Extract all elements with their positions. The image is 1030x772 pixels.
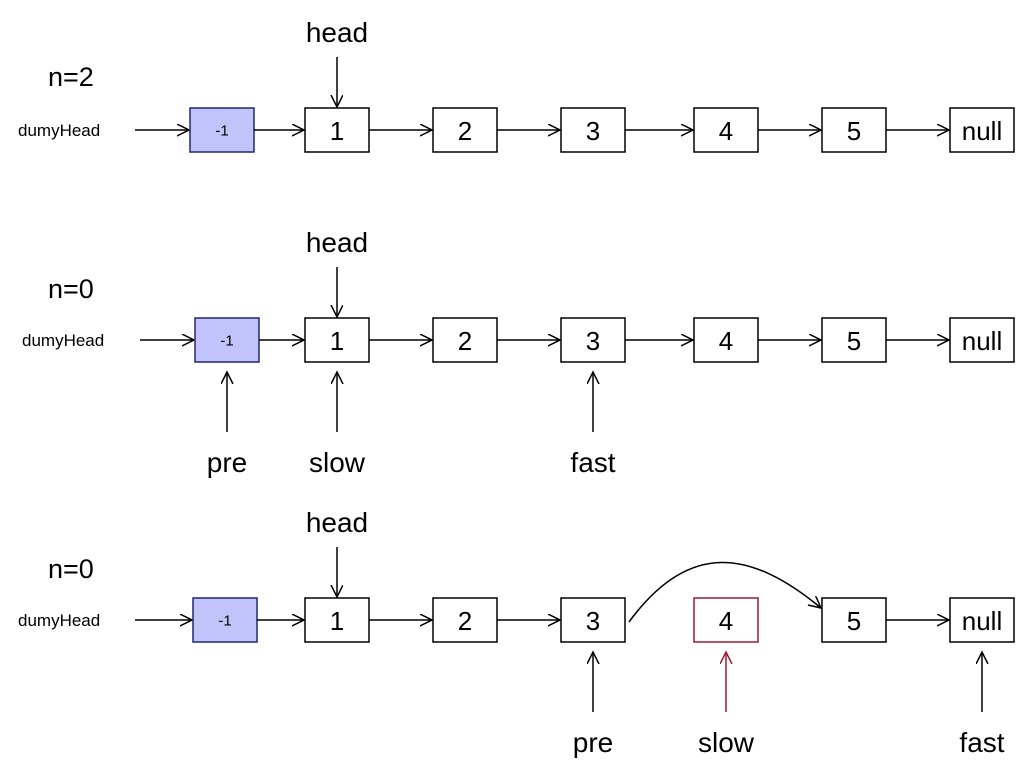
pre-pointer-label: pre <box>207 447 247 478</box>
slow-pointer-label: slow <box>309 447 366 478</box>
skip-pointer-arrow <box>628 561 821 623</box>
node-box <box>560 597 626 643</box>
list-node: 3 <box>560 597 626 643</box>
node-value: 2 <box>458 606 472 636</box>
list-node: 3 <box>560 107 626 153</box>
list-node: 2 <box>432 317 498 363</box>
node-box <box>821 597 887 643</box>
node-value: null <box>962 326 1002 356</box>
n-label: n=2 <box>48 62 94 92</box>
slow-pointer-label: slow <box>698 727 755 758</box>
list-node: null <box>949 107 1015 153</box>
node-value: -1 <box>218 613 231 630</box>
node-box <box>432 597 498 643</box>
node-box <box>693 597 759 643</box>
list-node: 1 <box>304 107 370 153</box>
node-box <box>949 317 1015 363</box>
node-value: 4 <box>719 606 733 636</box>
list-row-1: n=2 dumyHead -1 1 2 3 4 5 null head <box>18 17 1015 153</box>
list-row-2: n=0 dumyHead -1 1 2 3 4 5 null head pre slow fast <box>22 227 1015 478</box>
dummy-node: -1 <box>194 317 260 363</box>
head-label: head <box>306 227 368 258</box>
node-value: 1 <box>330 116 344 146</box>
list-row-3: n=0 dumyHead -1 1 2 3 4 5 null head pre slow fast <box>18 507 1015 758</box>
node-box <box>432 317 498 363</box>
removed-node: 4 <box>693 597 759 643</box>
list-node: 1 <box>304 597 370 643</box>
list-node: 2 <box>432 107 498 153</box>
list-node: 5 <box>821 597 887 643</box>
node-value: 3 <box>586 326 600 356</box>
list-node: 5 <box>821 107 887 153</box>
head-label: head <box>306 507 368 538</box>
node-value: 1 <box>330 606 344 636</box>
node-value: 2 <box>458 116 472 146</box>
node-box <box>432 107 498 153</box>
n-label: n=0 <box>48 554 94 584</box>
node-value: 5 <box>847 326 861 356</box>
node-value: null <box>962 606 1002 636</box>
fast-pointer-label: fast <box>570 447 615 478</box>
fast-pointer-label: fast <box>959 727 1004 758</box>
n-label: n=0 <box>48 274 94 304</box>
list-node: 1 <box>304 317 370 363</box>
list-node: 4 <box>693 317 759 363</box>
dummy-node: -1 <box>192 597 258 643</box>
node-value: 4 <box>719 326 733 356</box>
node-box <box>949 597 1015 643</box>
list-node: null <box>949 317 1015 363</box>
node-value: 1 <box>330 326 344 356</box>
node-box <box>560 317 626 363</box>
head-label: head <box>306 17 368 48</box>
node-value: -1 <box>220 333 233 350</box>
node-value: 3 <box>586 116 600 146</box>
dummy-head-label: dumyHead <box>18 611 100 630</box>
node-value: 5 <box>847 606 861 636</box>
node-value: 2 <box>458 326 472 356</box>
node-value: 3 <box>586 606 600 636</box>
list-node: 2 <box>432 597 498 643</box>
list-node: 4 <box>693 107 759 153</box>
dummy-head-label: dumyHead <box>22 331 104 350</box>
node-value: null <box>962 116 1002 146</box>
dummy-node: -1 <box>189 107 255 153</box>
node-value: 4 <box>719 116 733 146</box>
dummy-head-label: dumyHead <box>18 121 100 140</box>
node-value: 5 <box>847 116 861 146</box>
node-value: -1 <box>215 123 228 140</box>
pre-pointer-label: pre <box>573 727 613 758</box>
list-node: null <box>949 597 1015 643</box>
list-node: 3 <box>560 317 626 363</box>
list-node: 5 <box>821 317 887 363</box>
